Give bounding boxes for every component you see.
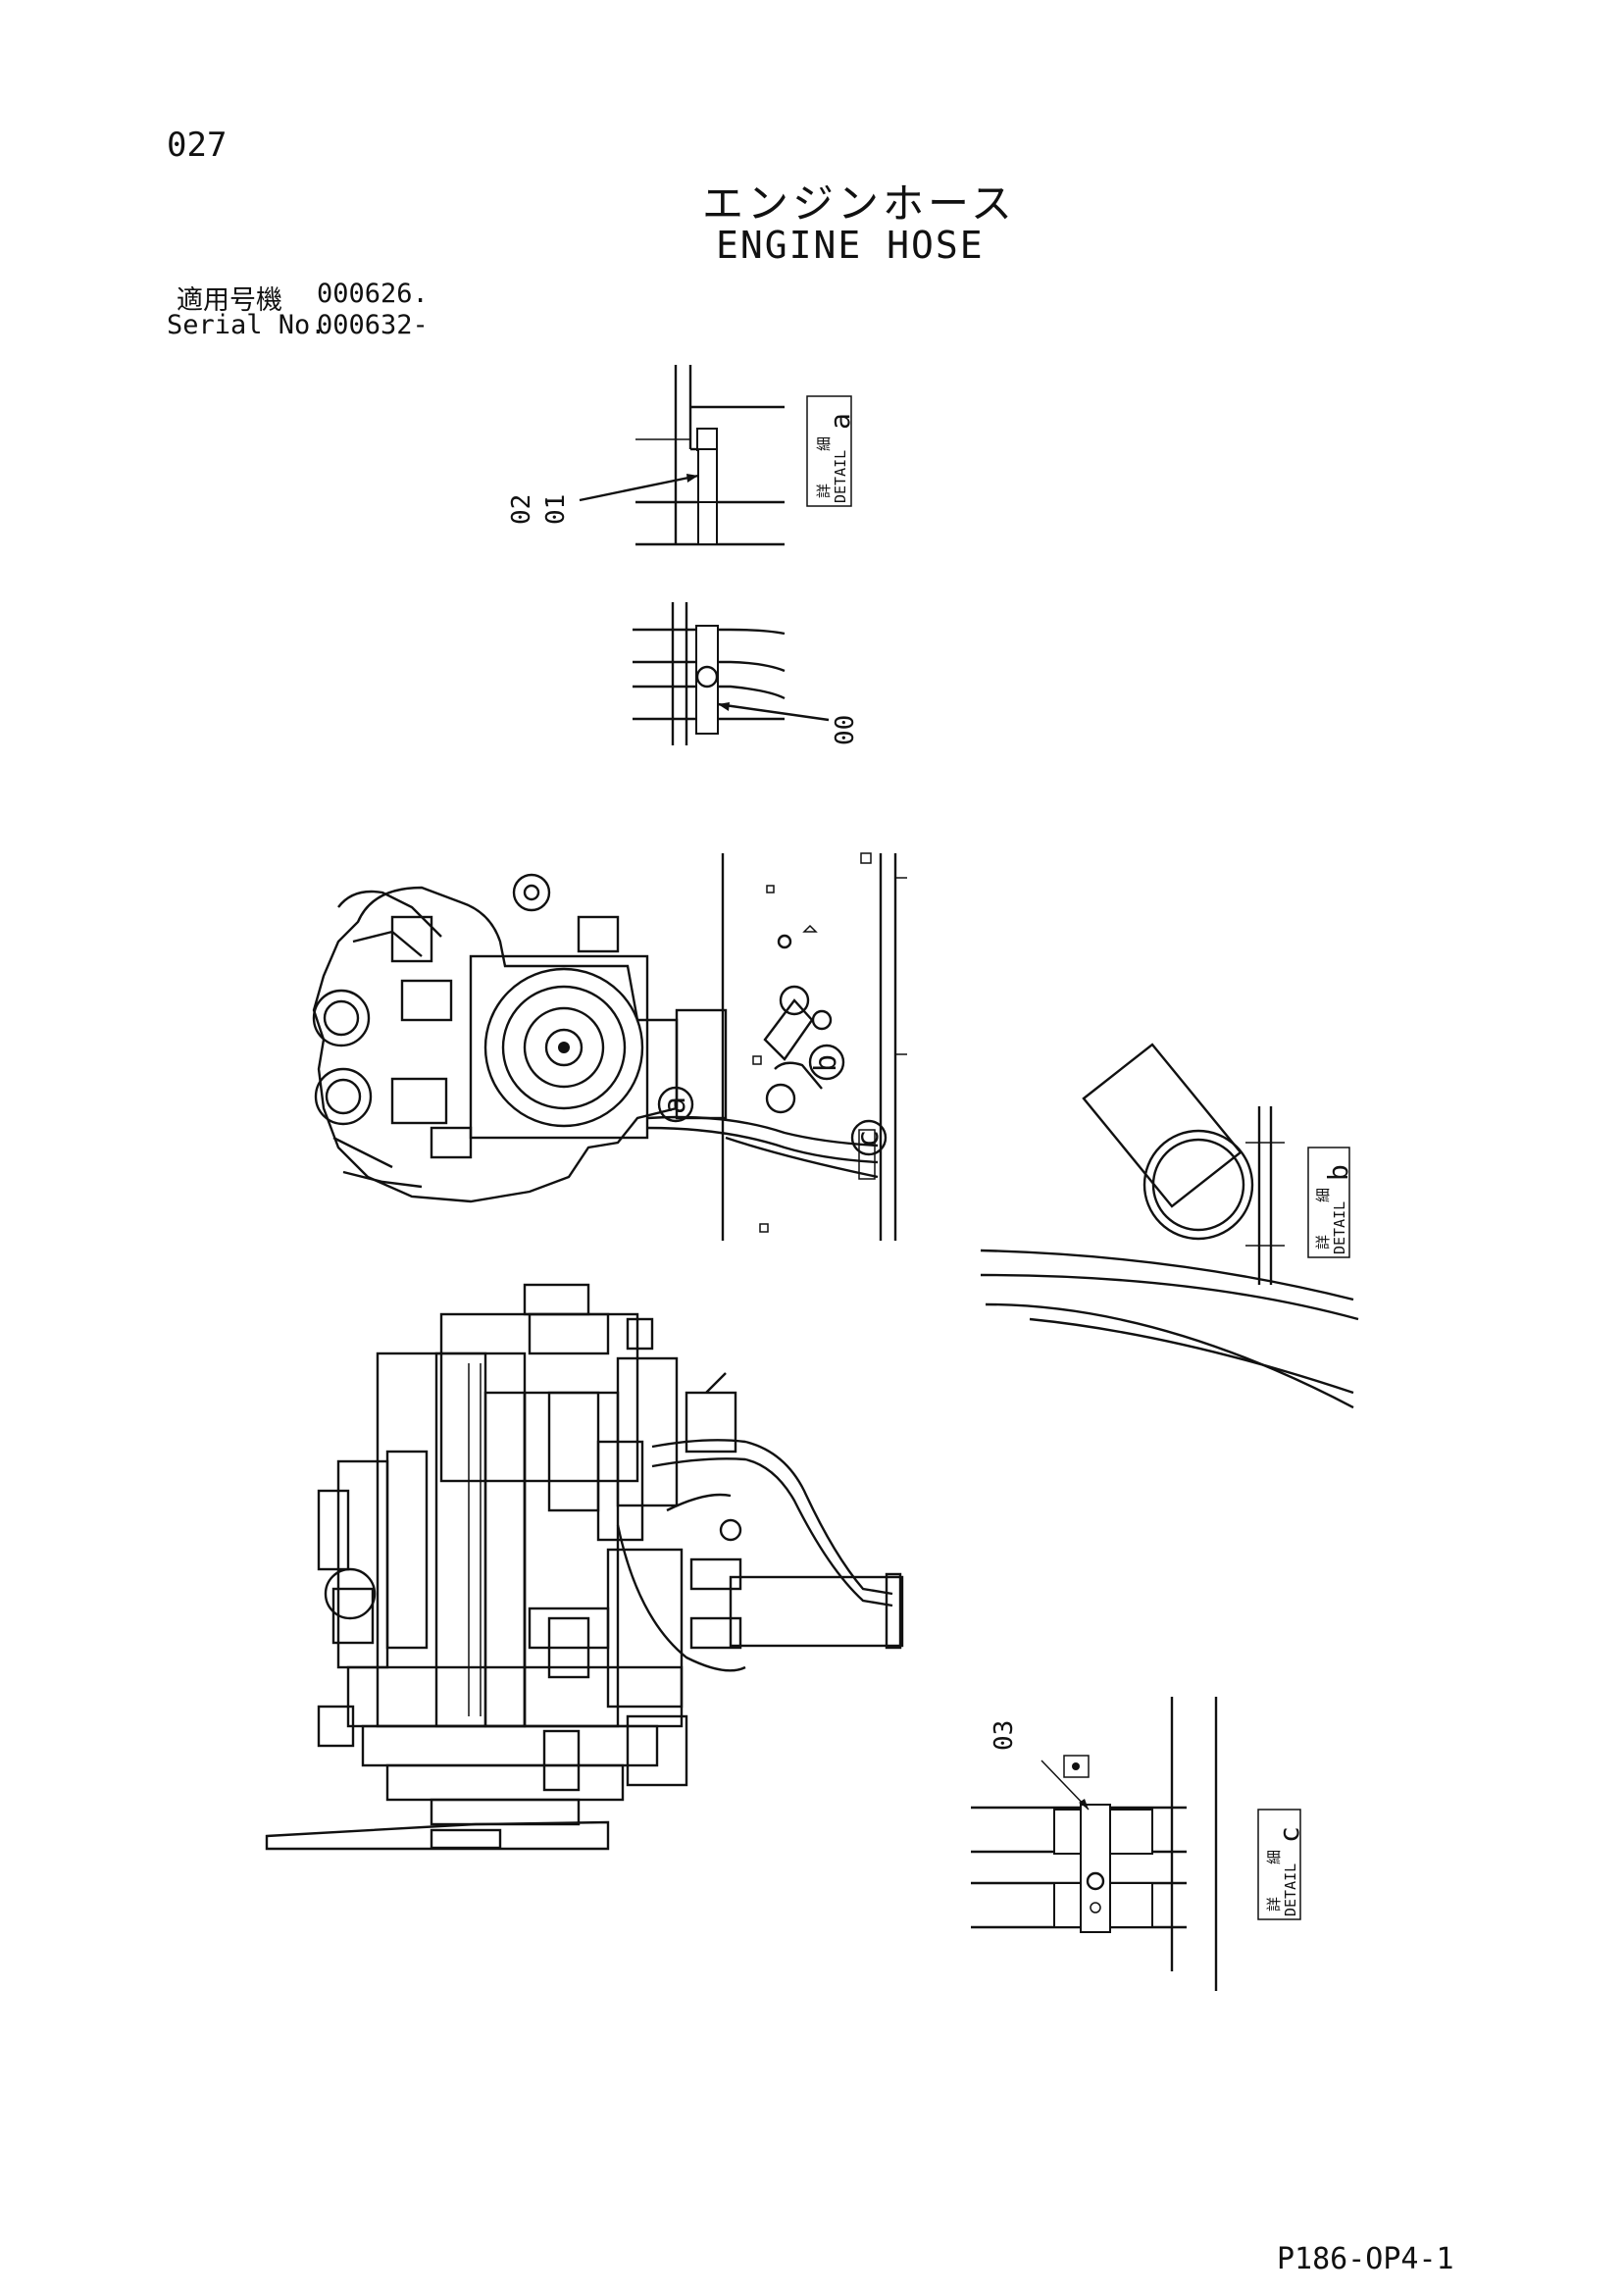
detail-c-view xyxy=(971,1697,1218,1991)
detail-b-kanji-2: 細 xyxy=(1314,1188,1332,1202)
detail-c-kanji-1: 詳 xyxy=(1265,1897,1283,1912)
detail-a-kanji-1: 詳 xyxy=(815,484,833,498)
title-english: ENGINE HOSE xyxy=(716,224,985,267)
serial-value-1: 000626. xyxy=(317,279,429,309)
detail-c-label-box: 詳 細 DETAIL c xyxy=(1257,1809,1305,1920)
drawing-code: P186-OP4-1 xyxy=(1277,2242,1454,2276)
callout-part-00: 00 xyxy=(831,715,860,745)
detail-b-kanji-1: 詳 xyxy=(1314,1235,1332,1250)
serial-label-japanese: 適用号機 xyxy=(177,285,282,316)
page-number: 027 xyxy=(167,126,228,165)
detail-b-word: DETAIL xyxy=(1331,1201,1348,1254)
detail-b-view xyxy=(980,1043,1359,1409)
engine-side-view xyxy=(265,1283,904,1851)
title-japanese: エンジンホース xyxy=(702,179,1016,228)
marker-a: a xyxy=(658,1097,692,1114)
callout-part-02: 02 xyxy=(507,494,536,525)
marker-c: c xyxy=(851,1130,886,1148)
engine-top-view xyxy=(312,852,907,1241)
detail-a-word: DETAIL xyxy=(832,450,849,503)
marker-b: b xyxy=(809,1054,843,1072)
detail-a-kanji-2: 細 xyxy=(815,436,833,451)
detail-a-label-box: 詳 細 DETAIL a xyxy=(806,395,856,507)
callout-part-01: 01 xyxy=(541,494,571,525)
detail-c-kanji-2: 細 xyxy=(1265,1850,1283,1864)
detail-c-word: DETAIL xyxy=(1282,1863,1299,1916)
serial-value-2: 000632- xyxy=(317,310,429,340)
callout-part-03: 03 xyxy=(990,1720,1019,1751)
detail-b-letter: b xyxy=(1322,1164,1354,1181)
detail-c-letter: c xyxy=(1273,1826,1305,1843)
detail-a-view xyxy=(579,365,785,546)
detail-a-view-2 xyxy=(633,602,830,745)
detail-a-letter: a xyxy=(824,413,856,430)
serial-label-english: Serial No. xyxy=(167,310,327,340)
detail-b-label-box: 詳 細 DETAIL b xyxy=(1307,1147,1354,1258)
